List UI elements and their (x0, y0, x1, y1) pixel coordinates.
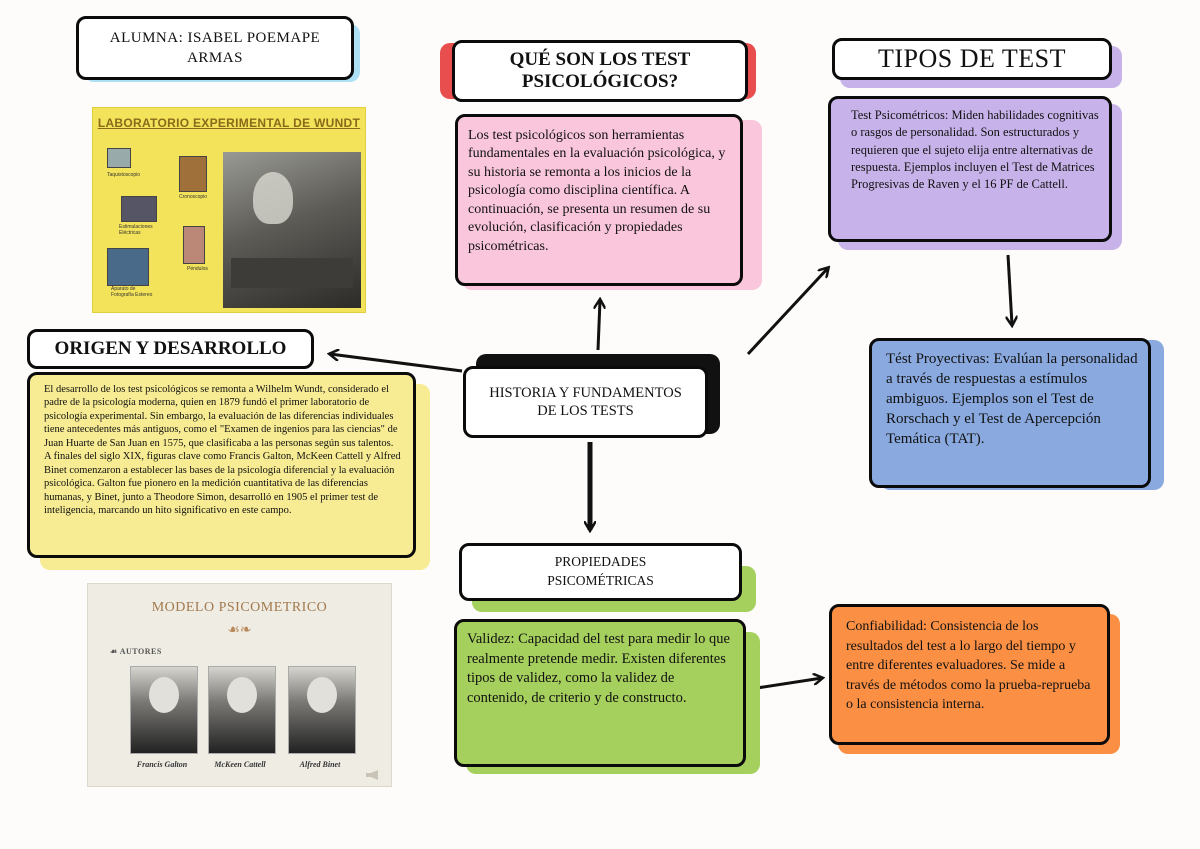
author-name-cattell: McKeen Cattell (214, 760, 266, 769)
wundt-caption-2: Cronoscopio (179, 194, 208, 200)
student-label-text: ALUMNA: ISABEL POEMAPE ARMAS (109, 29, 321, 66)
model-image-ornament: ☙❧ (227, 623, 252, 638)
student-label: ALUMNA: ISABEL POEMAPE ARMAS (76, 16, 354, 80)
reliability-box: Confiabilidad: Consistencia de los resul… (829, 604, 1110, 745)
origin-title: ORIGEN Y DESARROLLO (54, 338, 287, 360)
model-image-section: ☙ AUTORES (110, 647, 162, 656)
validity-text: Validez: Capacidad del test para medir l… (467, 631, 730, 707)
arrow-validity-to-reliability (756, 678, 822, 690)
center-node-title: HISTORIA Y FUNDAMENTOS DE LOS TESTS (489, 384, 682, 419)
arrow-center-to-what (598, 300, 600, 351)
author-name-binet: Alfred Binet (299, 760, 341, 769)
portrait-cattell (208, 666, 276, 754)
wundt-caption-1: Taquistoscopio (107, 172, 141, 178)
properties-title: PROPIEDADES PSICOMÉTRICAS (547, 554, 654, 588)
psychometric-text: Test Psicométricos: Miden habilidades co… (851, 108, 1099, 191)
projective-box: Tést Proyectivas: Evalúan la personalida… (869, 338, 1151, 488)
types-title-box: TIPOS DE TEST (832, 38, 1112, 80)
reliability-text: Confiabilidad: Consistencia de los resul… (846, 619, 1091, 713)
arrow-psychometric-to-projective (1008, 254, 1012, 325)
origin-title-box: ORIGEN Y DESARROLLO (27, 329, 314, 369)
wundt-caption-3: Estimulaciones Eléctricas (119, 224, 153, 236)
validity-box: Validez: Capacidad del test para medir l… (454, 619, 746, 767)
wundt-photo (223, 152, 361, 308)
stereo-camera-image (107, 248, 149, 286)
chronoscope-image (179, 156, 207, 192)
arrow-center-to-origin (330, 354, 463, 373)
what-title-box: QUÉ SON LOS TEST PSICOLÓGICOS? (452, 40, 748, 102)
projective-text: Tést Proyectivas: Evalúan la personalida… (886, 351, 1138, 448)
psychometric-model-image: MODELO PSICOMETRICO ☙❧ ☙ AUTORES Francis… (87, 583, 392, 787)
center-node: HISTORIA Y FUNDAMENTOS DE LOS TESTS (463, 366, 708, 438)
wundt-caption-5: Aparato de Fotografía Estereo (111, 286, 153, 298)
portrait-galton (130, 666, 198, 754)
portrait-binet (288, 666, 356, 754)
what-title: QUÉ SON LOS TEST PSICOLÓGICOS? (509, 49, 691, 92)
wundt-image-title: LABORATORIO EXPERIMENTAL DE WUNDT (97, 116, 361, 130)
speaker-icon (366, 770, 378, 780)
types-title: TIPOS DE TEST (877, 44, 1067, 73)
origin-text: El desarrollo de los test psicológicos s… (44, 384, 401, 516)
pendulum-image (183, 226, 205, 264)
origin-text-box: El desarrollo de los test psicológicos s… (27, 372, 416, 558)
author-name-galton: Francis Galton (136, 760, 188, 769)
arrow-center-to-types (746, 268, 828, 356)
what-text-box: Los test psicológicos son herramientas f… (455, 114, 743, 286)
tachistoscope-image (107, 148, 131, 168)
wundt-caption-4: Péndulos (187, 266, 208, 272)
electric-device-image (121, 196, 157, 222)
wundt-lab-image: LABORATORIO EXPERIMENTAL DE WUNDT Taquis… (92, 107, 366, 313)
psychometric-box: Test Psicométricos: Miden habilidades co… (828, 96, 1112, 242)
properties-title-box: PROPIEDADES PSICOMÉTRICAS (459, 543, 742, 601)
model-image-title: MODELO PSICOMETRICO (151, 600, 328, 615)
what-text: Los test psicológicos son herramientas f… (468, 128, 726, 254)
